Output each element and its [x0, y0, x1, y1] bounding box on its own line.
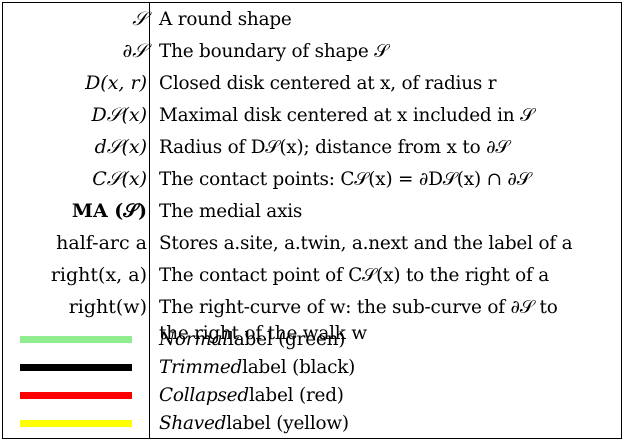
green-swatch: [20, 336, 132, 343]
red-swatch: [20, 392, 132, 399]
column-divider: [149, 3, 150, 438]
legend-row-shaved: Shaved label (yellow): [3, 407, 621, 439]
table-row: ∂𝒮 The boundary of shape 𝒮: [3, 35, 621, 67]
description-cell: The boundary of shape 𝒮: [159, 40, 389, 62]
table-row: d𝒮(x) Radius of D𝒮(x); distance from x t…: [3, 131, 621, 163]
description-cell: Radius of D𝒮(x); distance from x to ∂𝒮: [159, 136, 510, 158]
label-description: Shaved label (yellow): [159, 412, 349, 434]
symbol-cell: 𝒮: [132, 8, 147, 30]
table-row: MA (𝒮) The medial axis: [3, 195, 621, 227]
symbol-cell: half-arc a: [56, 232, 147, 254]
symbol-cell: D𝒮(x): [91, 104, 147, 126]
description-line-2: the right of the walk w: [159, 322, 367, 344]
table-row: D𝒮(x) Maximal disk centered at x include…: [3, 99, 621, 131]
label-description: Collapsed label (red): [159, 384, 344, 406]
description-cell: Maximal disk centered at x included in 𝒮: [159, 104, 535, 126]
table-row: 𝒮 A round shape: [3, 3, 621, 35]
table-row: D(x, r) Closed disk centered at x, of ra…: [3, 67, 621, 99]
table-row: right(x, a) The contact point of C𝒮(x) t…: [3, 259, 621, 291]
symbol-cell: ∂𝒮: [122, 40, 147, 62]
symbol-cell: MA (𝒮): [71, 200, 147, 222]
description-cell: Closed disk centered at x, of radius r: [159, 72, 497, 94]
table-row: half-arc a Stores a.site, a.twin, a.next…: [3, 227, 621, 259]
description-cell: The contact point of C𝒮(x) to the right …: [159, 264, 550, 286]
table-row: C𝒮(x) The contact points: C𝒮(x) = ∂D𝒮(x)…: [3, 163, 621, 195]
symbol-cell: C𝒮(x): [92, 168, 147, 190]
label-description: Normal label (green): [159, 328, 346, 350]
legend-row-collapsed: Collapsed label (red): [3, 379, 621, 411]
symbol-cell: right(w): [68, 296, 147, 318]
black-swatch: [20, 364, 132, 371]
table-row: right(w) The right-curve of w: the sub-c…: [3, 291, 621, 344]
yellow-swatch: [20, 420, 132, 427]
symbol-cell: D(x, r): [85, 72, 147, 94]
symbol-cell: d𝒮(x): [94, 136, 147, 158]
label-description: Trimmed label (black): [159, 356, 356, 378]
symbol-cell: right(x, a): [50, 264, 147, 286]
description-cell: A round shape: [159, 8, 292, 30]
legend-row-trimmed: Trimmed label (black): [3, 351, 621, 383]
legend-row-normal: Normal label (green): [3, 323, 621, 355]
description-line-1: The right-curve of w: the sub-curve of ∂…: [159, 296, 558, 318]
description-cell: Stores a.site, a.twin, a.next and the la…: [159, 232, 573, 254]
description-cell: The contact points: C𝒮(x) = ∂D𝒮(x) ∩ ∂𝒮: [159, 168, 531, 190]
description-cell: The medial axis: [159, 200, 303, 222]
